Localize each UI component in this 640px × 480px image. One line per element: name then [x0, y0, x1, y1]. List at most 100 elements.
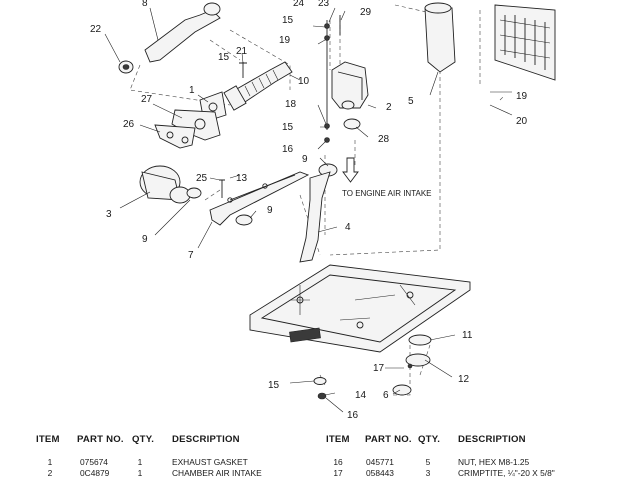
row-description: CHAMBER AIR INTAKE	[172, 468, 262, 478]
callout-9: 9	[302, 154, 308, 165]
callout-22: 22	[90, 24, 102, 35]
frame-grille	[289, 327, 321, 343]
intake-hose	[144, 9, 221, 63]
row-qty: 1	[137, 457, 143, 467]
row-description: NUT, HEX M8-1.25	[458, 457, 530, 467]
callout-14: 14	[355, 390, 367, 401]
air-intake-arrow	[342, 157, 359, 183]
manifold-gasket	[154, 124, 196, 149]
callout-23: 23	[318, 0, 330, 9]
flex-ribs	[244, 69, 279, 97]
header-part-no: PART NO.	[365, 434, 412, 445]
callout-15: 15	[282, 15, 294, 26]
mount-hole	[296, 296, 304, 304]
row-qty: 1	[137, 468, 143, 478]
row-qty: 5	[425, 457, 431, 467]
exhaust-flange	[223, 85, 247, 111]
frame-top	[260, 274, 457, 343]
header-description: DESCRIPTION	[458, 434, 526, 445]
callout-12: 12	[458, 374, 470, 385]
callout-15: 15	[282, 122, 294, 133]
callout-10: 10	[298, 76, 310, 87]
callout-5: 5	[408, 96, 414, 107]
hose-clamp	[203, 2, 221, 16]
callout-16: 16	[282, 144, 294, 155]
nut	[317, 392, 327, 400]
engine-air-intake-note: TO ENGINE AIR INTAKE	[342, 189, 432, 198]
leader-lines	[104, 7, 513, 413]
muffler-top	[424, 2, 452, 14]
row-description: EXHAUST GASKET	[172, 457, 248, 467]
header-qty: QTY.	[418, 434, 441, 445]
header-item: ITEM	[36, 434, 60, 445]
callout-18: 18	[285, 99, 297, 110]
row-description: CRIMPTITE, ¼"-20 X 5/8"	[458, 468, 555, 478]
header-description: DESCRIPTION	[172, 434, 240, 445]
callout-28: 28	[378, 134, 390, 145]
washer	[324, 23, 330, 29]
filter-cap	[169, 186, 191, 204]
bracket-rib	[229, 174, 296, 201]
washer	[324, 35, 330, 41]
callout-17: 17	[373, 363, 385, 374]
header-part-no: PART NO.	[77, 434, 124, 445]
frame-detail	[290, 284, 416, 321]
row-item: 16	[333, 457, 343, 467]
hose-clamp	[186, 187, 202, 199]
callout-25: 25	[196, 173, 208, 184]
muffler	[424, 7, 456, 73]
bolt-hole	[227, 197, 233, 203]
washer	[313, 377, 327, 385]
row-qty: 3	[425, 468, 431, 478]
row-part-no: 0C4879	[80, 468, 110, 478]
callout-2: 2	[386, 102, 392, 113]
callout-15: 15	[268, 380, 280, 391]
callout-9: 9	[142, 234, 148, 245]
isolator-mount	[408, 334, 432, 346]
header-qty: QTY.	[132, 434, 155, 445]
air-cleaner-bracket	[209, 171, 310, 226]
plate-hole	[166, 131, 174, 139]
callout-20: 20	[516, 116, 528, 127]
cap-inner	[122, 64, 130, 70]
clamp-ring	[343, 118, 361, 130]
nut	[324, 123, 330, 129]
callout-27: 27	[141, 94, 153, 105]
callout-6: 6	[383, 390, 389, 401]
callout-9: 9	[267, 205, 273, 216]
callout-21: 21	[236, 46, 248, 57]
callout-4: 4	[345, 222, 351, 233]
intake-tube	[299, 171, 331, 263]
callout-15: 15	[218, 52, 230, 63]
plate-hole	[181, 136, 189, 144]
callout-13: 13	[236, 173, 248, 184]
mount-hole	[356, 321, 364, 329]
hose-clamp	[235, 214, 253, 226]
row-part-no: 075674	[80, 457, 108, 467]
callout-16: 16	[347, 410, 359, 421]
callout-7: 7	[188, 250, 194, 261]
callout-29: 29	[360, 7, 372, 18]
bracket-slots	[499, 19, 551, 59]
exhaust-manifold	[171, 109, 221, 141]
callout-11: 11	[462, 330, 473, 341]
callout-24: 24	[293, 0, 305, 9]
base-frame	[249, 264, 471, 353]
chamber-outlet	[341, 100, 355, 110]
isolator-mount	[405, 353, 431, 367]
gasket-hole	[208, 102, 218, 112]
flex-exhaust-pipe	[234, 61, 293, 105]
mount-hole	[406, 291, 414, 299]
callout-3: 3	[106, 209, 112, 220]
row-item: 17	[333, 468, 343, 478]
bolt-hole	[262, 183, 268, 189]
screw	[239, 62, 247, 78]
callout-19: 19	[516, 91, 528, 102]
callout-1: 1	[189, 85, 195, 96]
row-part-no: 045771	[366, 457, 394, 467]
bolt	[219, 179, 225, 198]
header-item: ITEM	[326, 434, 350, 445]
row-item: 2	[47, 468, 53, 478]
exploded-parts-diagram: 8 24 23 29 22 15 19 21 15 10 1 27 26 18 …	[90, 0, 556, 421]
chamber-detail	[337, 71, 363, 100]
